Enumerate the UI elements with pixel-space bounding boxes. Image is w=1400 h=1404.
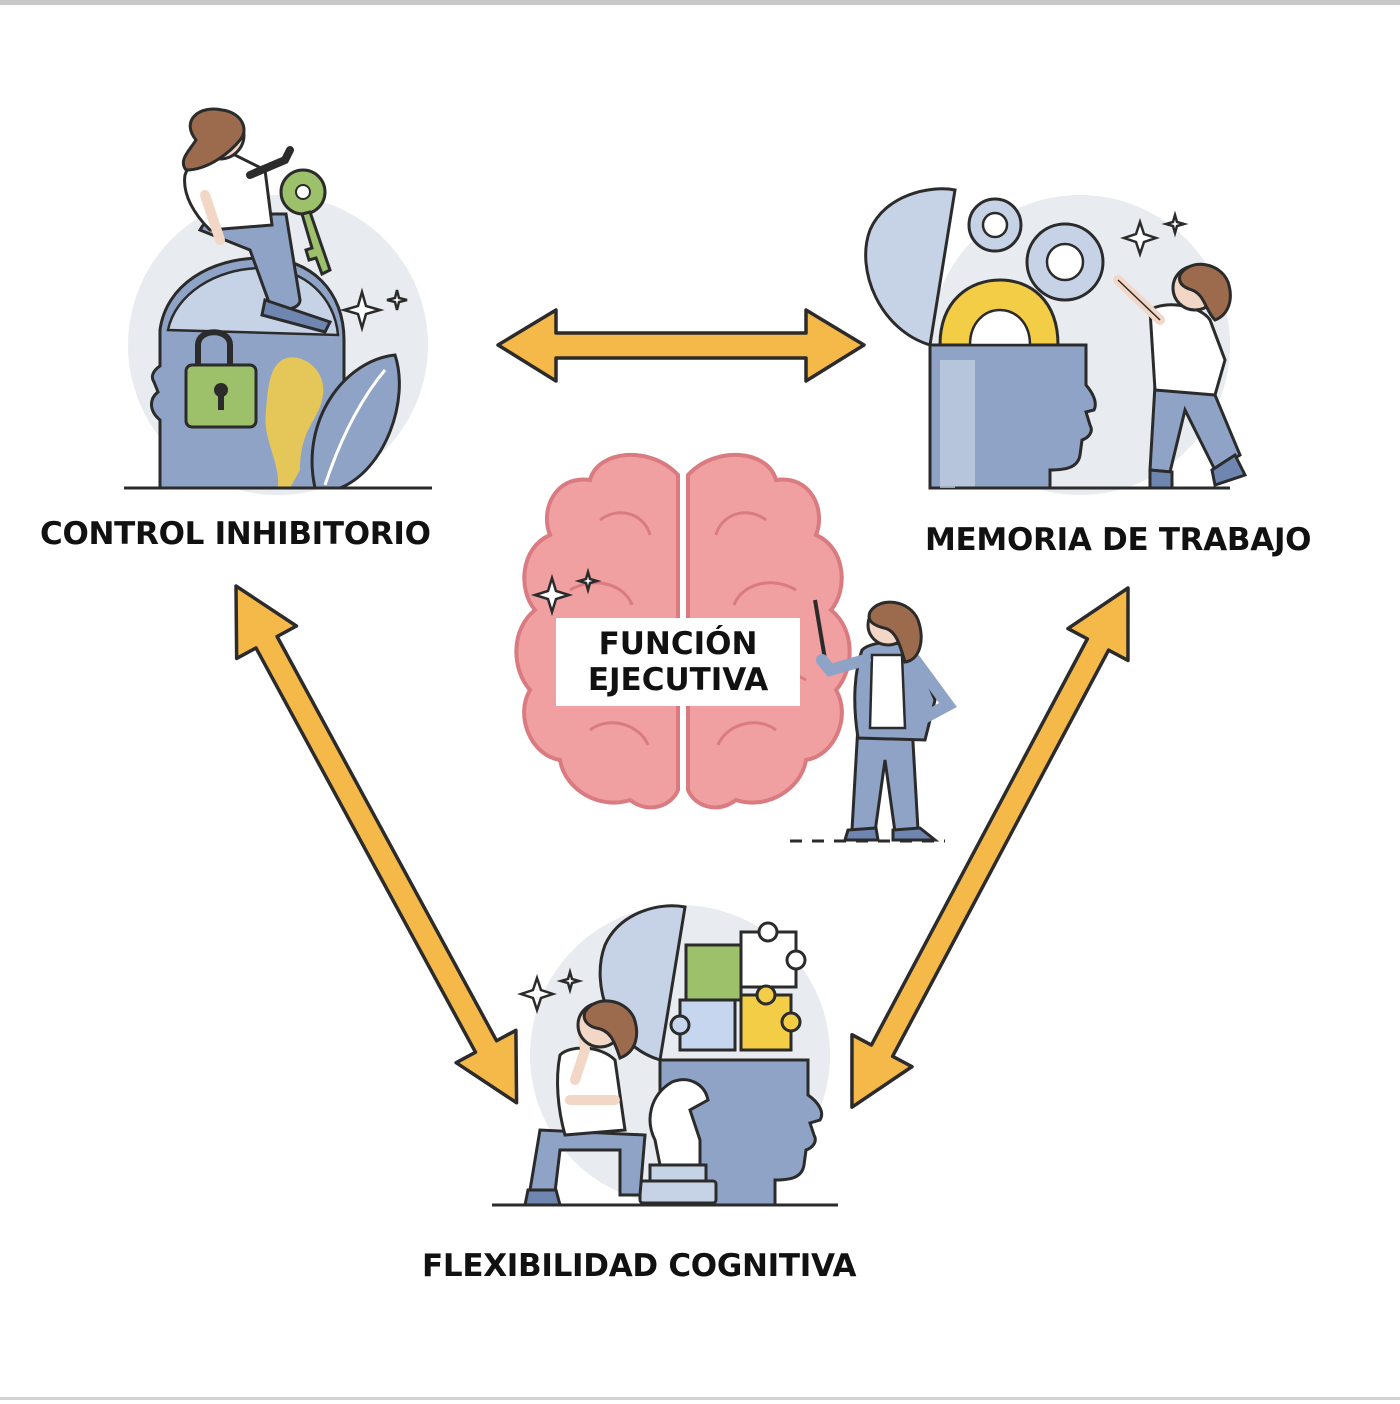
- node-label-control-inhibitorio: CONTROL INHIBITORIO: [40, 516, 431, 552]
- illustration-memoria-de-trabajo: [864, 187, 1248, 495]
- center-title-line2: EJECUTIVA: [587, 662, 769, 698]
- leaf-icon: [310, 353, 401, 490]
- arrow-ci-mt: [496, 308, 866, 383]
- sparkle-icon: [530, 567, 602, 617]
- puzzle-icon: [669, 921, 807, 1052]
- node-label-flexibilidad-cognitiva: FLEXIBILIDAD COGNITIVA: [422, 1248, 857, 1284]
- node-label-memoria-de-trabajo: MEMORIA DE TRABAJO: [925, 522, 1312, 558]
- arrow-mt-fc: [850, 586, 1130, 1109]
- illustration-control-inhibitorio: [124, 107, 432, 495]
- illustration-flexibilidad-cognitiva: [492, 904, 838, 1207]
- person-presenter: [790, 599, 957, 843]
- center-title-box: FUNCIÓN EJECUTIVA: [556, 618, 800, 706]
- person-ci: [181, 107, 333, 334]
- padlock-icon: [184, 329, 258, 429]
- person-fc: [523, 999, 647, 1207]
- pointer-stick-icon: [813, 599, 828, 666]
- key-icon: [279, 168, 332, 277]
- center-title-line1: FUNCIÓN: [598, 626, 758, 662]
- sparkle-icon: [339, 287, 408, 333]
- sparkle-icon: [1120, 210, 1189, 258]
- person-mt: [1113, 262, 1248, 490]
- gear-icon: [938, 197, 1105, 347]
- sparkle-icon: [517, 967, 584, 1014]
- arrow-ci-fc: [234, 584, 519, 1105]
